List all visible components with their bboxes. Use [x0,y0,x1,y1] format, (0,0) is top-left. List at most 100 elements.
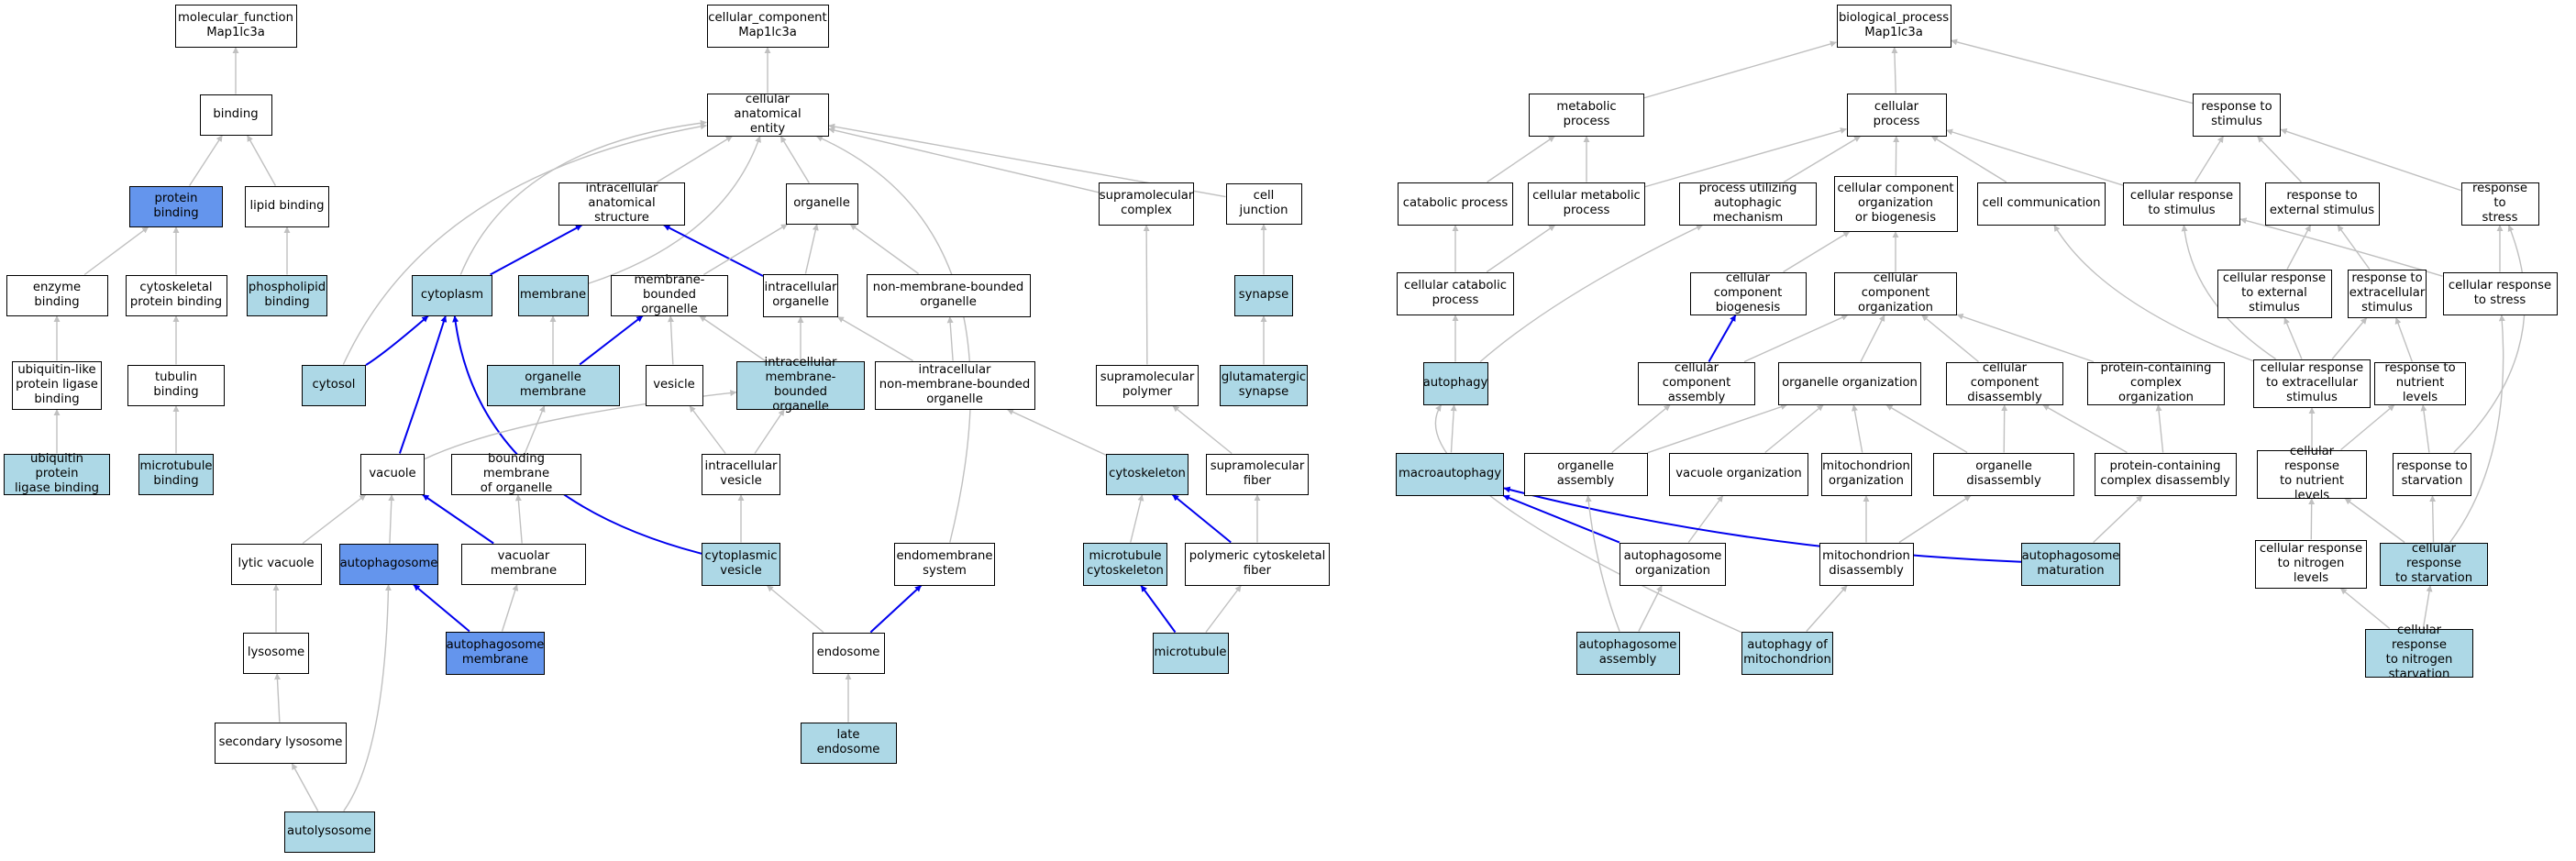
edge-apg-assembly-to-org-assembly [1585,495,1620,632]
term-node-cell-resp-stim[interactable]: cellular response to stimulus [2123,182,2240,226]
term-node-cytoskeletal-protein-binding[interactable]: cytoskeletal protein binding [125,274,227,316]
term-node-mito-org[interactable]: mitochondrion organization [1820,452,1912,496]
term-node-autophagy-mito[interactable]: autophagy of mitochondrion [1741,631,1833,675]
term-node-puam[interactable]: process utilizing autophagic mechanism [1679,182,1817,226]
edge-microtubule-to-mt-cytoskeleton [1140,584,1177,634]
term-node-cell-catabolic[interactable]: cellular catabolic process [1397,271,1514,315]
term-node-cell-resp-stress[interactable]: cellular response to stress [2442,271,2558,315]
edge-cell-resp-nitrogen-starv-to-cell-resp-starvation [2422,585,2433,629]
term-node-pcco[interactable]: protein-containing complex organization [2087,361,2225,405]
term-node-nmbo[interactable]: non-membrane-bounded organelle [866,273,1031,317]
term-node-lipid-binding[interactable]: lipid binding [245,185,329,227]
term-node-org-membrane[interactable]: organelle membrane [486,364,620,406]
term-node-cellular-process[interactable]: cellular process [1846,93,1947,137]
term-node-ccd[interactable]: cellular component disassembly [1946,361,2063,405]
term-node-bp-root[interactable]: biological_process Map1lc3a [1836,4,1951,48]
term-node-resp-starvation[interactable]: response to starvation [2393,452,2471,496]
term-node-ubiquitin-like-binding[interactable]: ubiquitin-like protein ligase binding [12,360,102,410]
term-node-autophagy[interactable]: autophagy [1422,361,1488,405]
edge-imbo-to-mbo [699,315,766,362]
term-node-ias[interactable]: intracellular anatomical structure [558,182,685,226]
term-node-macroautophagy[interactable]: macroautophagy [1396,452,1504,496]
term-node-cell-resp-nitrogen[interactable]: cellular response to nitrogen levels [2255,539,2367,589]
term-node-bounding-membrane[interactable]: bounding membrane of organelle [451,452,581,495]
term-node-enzyme-binding[interactable]: enzyme binding [6,274,108,316]
term-node-mito-dis[interactable]: mitochondrion disassembly [1819,542,1914,586]
edge-autophagy-mito-to-autophagy [1434,404,1742,634]
term-node-cytosol[interactable]: cytosol [302,364,366,406]
term-node-vacuole[interactable]: vacuole [360,453,425,495]
term-node-cytoplasm[interactable]: cytoplasm [412,274,492,316]
term-node-secondary-lysosome[interactable]: secondary lysosome [215,722,347,764]
term-node-ccob[interactable]: cellular component organization or bioge… [1833,175,1958,232]
term-node-cyto-vesicle[interactable]: cytoplasmic vesicle [702,542,780,586]
term-node-binding[interactable]: binding [199,94,272,136]
term-node-resp-extracell[interactable]: response to extracellular stimulus [2348,269,2427,318]
term-node-mf-root[interactable]: molecular_function Map1lc3a [174,4,297,48]
term-node-cell-resp-starvation[interactable]: cellular response to starvation [2380,542,2488,586]
term-node-cco[interactable]: cellular component organization [1834,271,1957,315]
term-node-org-disassembly[interactable]: organelle disassembly [1933,452,2074,496]
term-node-protein-binding[interactable]: protein binding [129,185,223,227]
term-node-cytoskeleton[interactable]: cytoskeleton [1106,453,1188,495]
term-label: supramolecular fiber [1210,459,1305,488]
term-node-autophagosome-membrane[interactable]: autophagosome membrane [446,631,545,675]
term-node-supra-complex[interactable]: supramolecular complex [1099,182,1194,226]
term-node-endosome[interactable]: endosome [812,632,885,674]
term-node-apg-org[interactable]: autophagosome organization [1620,542,1726,586]
edge-protein-binding-to-binding [189,135,223,186]
term-node-ccb[interactable]: cellular component biogenesis [1689,271,1807,315]
term-node-cell-resp-nutrient[interactable]: cellular response to nutrient levels [2257,445,2367,502]
term-node-microtubule-binding[interactable]: microtubule binding [138,453,214,495]
term-node-synapse[interactable]: synapse [1234,274,1293,316]
term-node-catabolic[interactable]: catabolic process [1398,182,1513,226]
term-node-cca[interactable]: cellular component assembly [1638,361,1755,405]
term-node-autophagosome[interactable]: autophagosome [339,543,438,585]
term-node-cae[interactable]: cellular anatomical entity [706,93,829,137]
term-node-io[interactable]: intracellular organelle [763,273,838,317]
term-node-metabolic[interactable]: metabolic process [1529,93,1644,137]
term-node-autolysosome[interactable]: autolysosome [283,811,375,853]
term-node-mt-cytoskeleton[interactable]: microtubule cytoskeleton [1083,542,1167,586]
term-node-vac-org[interactable]: vacuole organization [1669,452,1808,496]
term-node-resp-stimulus[interactable]: response to stimulus [2193,93,2281,137]
term-label: organelle [793,196,850,210]
term-node-cell-metabolic[interactable]: cellular metabolic process [1528,182,1645,226]
term-node-organelle[interactable]: organelle [785,182,858,225]
term-node-phospholipid-binding[interactable]: phospholipid binding [247,274,327,316]
term-node-org-assembly[interactable]: organelle assembly [1523,452,1648,496]
term-node-cell-resp-extracell[interactable]: cellular response to extracellular stimu… [2253,359,2371,408]
term-node-inmbo[interactable]: intracellular non-membrane-bounded organ… [874,360,1035,410]
term-node-mbo[interactable]: membrane-bounded organelle [611,273,728,316]
term-node-resp-ext-stim[interactable]: response to external stimulus [2264,182,2380,226]
term-node-supra-fiber[interactable]: supramolecular fiber [1206,453,1309,495]
term-node-cell-resp-nitrogen-starv[interactable]: cellular response to nitrogen starvation [2365,624,2473,681]
term-node-ivesicle[interactable]: intracellular vesicle [702,453,780,495]
term-node-cc-root[interactable]: cellular_component Map1lc3a [706,4,829,48]
term-node-vac-membrane[interactable]: vacuolar membrane [461,543,586,585]
term-node-supra-polymer[interactable]: supramolecular polymer [1096,364,1199,406]
term-node-imbo[interactable]: intracellular membrane-bounded organelle [736,356,865,414]
term-node-resp-stress[interactable]: response to stress [2460,182,2539,226]
term-node-resp-nutrient[interactable]: response to nutrient levels [2374,361,2466,405]
term-node-apg-assembly[interactable]: autophagosome assembly [1575,631,1680,675]
term-node-glut-synapse[interactable]: glutamatergic synapse [1220,364,1308,406]
term-node-org-org[interactable]: organelle organization [1778,361,1921,405]
term-node-cell-resp-ext[interactable]: cellular response to external stimulus [2217,269,2332,318]
term-node-microtubule[interactable]: microtubule [1152,632,1229,674]
term-node-cell-comm[interactable]: cell communication [1977,182,2106,226]
term-node-tubulin-binding[interactable]: tubulin binding [127,364,225,406]
edge-secondary-lysosome-to-lysosome [273,673,281,723]
term-node-poly-fiber[interactable]: polymeric cytoskeletal fiber [1185,542,1330,586]
term-node-pccd[interactable]: protein-containing complex disassembly [2094,452,2237,496]
term-node-late-endosome[interactable]: late endosome [800,722,897,764]
term-node-cell-junction[interactable]: cell junction [1225,182,1302,225]
term-node-vesicle[interactable]: vesicle [645,364,703,406]
term-label: response to nutrient levels [2384,361,2456,404]
term-node-endomembrane[interactable]: endomembrane system [894,542,995,586]
term-node-lytic-vacuole[interactable]: lytic vacuole [230,543,322,585]
term-node-membrane[interactable]: membrane [517,274,589,316]
term-node-ubiquitin-binding[interactable]: ubiquitin protein ligase binding [4,452,110,495]
term-node-lysosome[interactable]: lysosome [243,632,309,674]
term-node-apg-maturation[interactable]: autophagosome maturation [2021,542,2120,586]
